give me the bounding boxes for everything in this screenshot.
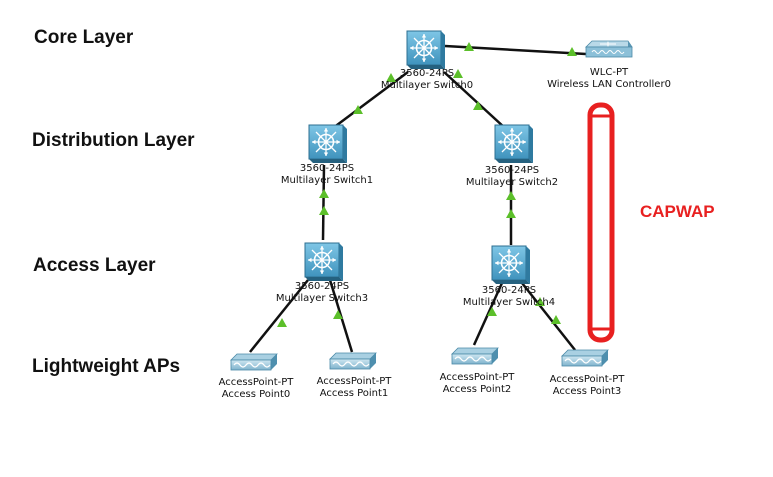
- multilayer-switch-icon[interactable]: [494, 124, 534, 164]
- access-point-icon[interactable]: [230, 353, 278, 371]
- access-point-icon[interactable]: [329, 352, 377, 370]
- device-name: Multilayer Switch1: [280, 175, 374, 186]
- ap0-label: AccessPoint-PT Access Point0: [219, 377, 294, 401]
- device-model: 3560-24PS: [294, 281, 350, 292]
- access-point-icon[interactable]: [451, 347, 499, 365]
- ms4-label: 3560-24PS Multilayer Switch4: [463, 285, 555, 309]
- link-ms4-ap2: [472, 282, 504, 346]
- device-name: Access Point0: [221, 389, 291, 400]
- device-model: AccessPoint-PT: [218, 377, 294, 388]
- link-ms0-ms2: [443, 71, 506, 129]
- ms0-label: 3560-24PS Multilayer Switch0: [381, 68, 473, 92]
- ap2-label: AccessPoint-PT Access Point2: [440, 372, 515, 396]
- device-name: Multilayer Switch2: [465, 177, 559, 188]
- device-model: 3560-24PS: [481, 285, 537, 296]
- ap3-label: AccessPoint-PT Access Point3: [550, 374, 625, 398]
- link-indicator: [319, 189, 329, 198]
- distribution-layer-label: Distribution Layer: [32, 130, 195, 151]
- wireless-lan-controller-icon[interactable]: [585, 40, 633, 58]
- link-indicator: [277, 318, 287, 327]
- link-indicator: [551, 315, 561, 324]
- device-model: 3560-24PS: [299, 163, 355, 174]
- capwap-label: CAPWAP: [640, 202, 715, 221]
- device-model: 3560-24PS: [484, 165, 540, 176]
- device-model: AccessPoint-PT: [316, 376, 392, 387]
- ms2-label: 3560-24PS Multilayer Switch2: [466, 165, 558, 189]
- multilayer-switch-icon[interactable]: [304, 242, 344, 282]
- ms3-label: 3560-24PS Multilayer Switch3: [276, 281, 368, 305]
- device-name: Wireless LAN Controller0: [547, 79, 671, 90]
- device-name: Access Point2: [442, 384, 512, 395]
- access-point-icon[interactable]: [561, 349, 609, 367]
- link-indicator: [319, 206, 329, 215]
- link-indicator: [506, 209, 516, 218]
- wlc-label: WLC-PT Wireless LAN Controller0: [547, 67, 671, 91]
- link-indicator: [506, 191, 516, 200]
- link-ms1-ms3: [321, 164, 326, 241]
- device-name: Access Point1: [319, 388, 389, 399]
- device-model: AccessPoint-PT: [549, 374, 625, 385]
- multilayer-switch-icon[interactable]: [406, 30, 446, 70]
- access-layer-label: Access Layer: [33, 255, 156, 276]
- ms1-label: 3560-24PS Multilayer Switch1: [281, 163, 373, 187]
- device-name: Multilayer Switch0: [380, 80, 474, 91]
- link-indicator: [567, 47, 577, 56]
- link-ms3-ap0: [249, 279, 309, 353]
- device-name: Multilayer Switch4: [462, 297, 556, 308]
- device-name: Multilayer Switch3: [275, 293, 369, 304]
- ap1-label: AccessPoint-PT Access Point1: [317, 376, 392, 400]
- lightweight-aps-label: Lightweight APs: [32, 356, 181, 377]
- multilayer-switch-icon[interactable]: [491, 245, 531, 285]
- device-model: WLC-PT: [589, 67, 629, 78]
- device-model: AccessPoint-PT: [439, 372, 515, 383]
- capwap-tunnel: [587, 102, 615, 343]
- link-ms4-ap3: [521, 282, 576, 351]
- multilayer-switch-icon[interactable]: [308, 124, 348, 164]
- device-model: 3560-24PS: [399, 68, 455, 79]
- core-layer-label: Core Layer: [34, 27, 134, 48]
- device-name: Access Point3: [552, 386, 622, 397]
